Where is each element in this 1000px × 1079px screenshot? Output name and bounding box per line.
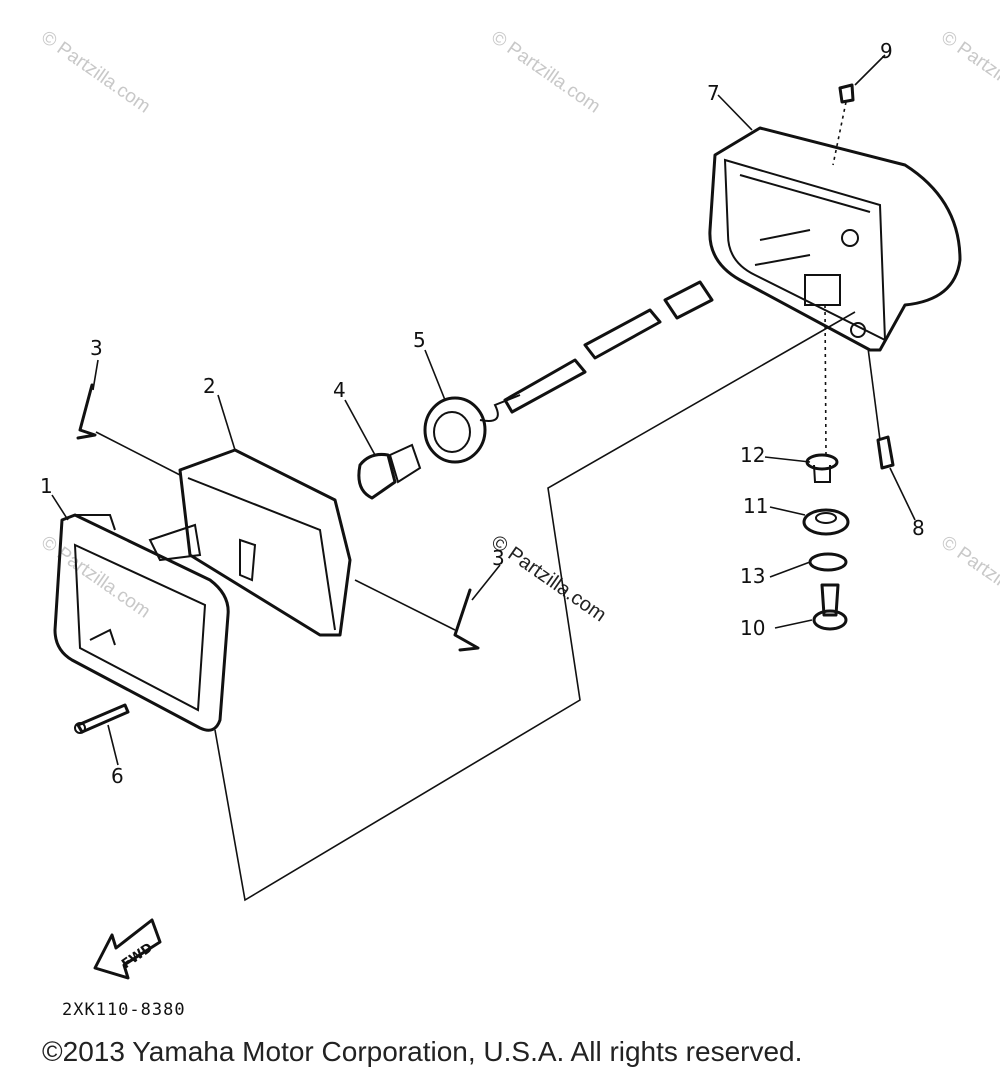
callout-7: 7 <box>707 81 720 105</box>
part-2-lens <box>148 448 352 637</box>
callout-8: 8 <box>912 516 925 540</box>
part-3-springs <box>76 383 480 652</box>
watermark: © Partzilla.com <box>37 27 154 118</box>
fwd-arrow: FWD <box>93 918 162 980</box>
part-9-screw <box>832 83 855 166</box>
callout-11: 11 <box>743 494 768 518</box>
callout-3-second: 3 <box>492 546 505 570</box>
callout-12: 12 <box>740 443 765 467</box>
watermark: © Partzilla.com <box>487 27 604 118</box>
watermark: © Partzilla.com <box>937 27 1000 118</box>
callout-2: 2 <box>203 374 216 398</box>
part-12-collar <box>805 453 839 483</box>
callout-1: 1 <box>40 474 53 498</box>
drawing-code: 2XK110-8380 <box>62 1000 186 1020</box>
assembly-lines <box>95 304 881 902</box>
callout-6: 6 <box>111 764 124 788</box>
part-7-housing <box>708 126 962 352</box>
part-8-screw <box>876 435 895 470</box>
callout-labels: 1 2 3 3 4 5 6 7 8 9 10 11 12 13 <box>40 39 925 788</box>
part-6-screw <box>74 703 130 734</box>
callout-3: 3 <box>90 336 103 360</box>
part-1-rim <box>53 513 230 732</box>
callout-5: 5 <box>413 328 426 352</box>
copyright-notice: ©2013 Yamaha Motor Corporation, U.S.A. A… <box>42 1036 803 1067</box>
part-5-socket <box>423 280 714 464</box>
callout-13: 13 <box>740 564 765 588</box>
watermarks: © Partzilla.com © Partzilla.com © Partzi… <box>37 27 1000 627</box>
part-4-bulb <box>357 443 422 500</box>
watermark: © Partzilla.com <box>937 532 1000 623</box>
fwd-label: FWD <box>119 940 156 972</box>
part-13-washer <box>808 552 848 572</box>
callout-4: 4 <box>333 378 346 402</box>
callout-10: 10 <box>740 616 765 640</box>
part-10-bolt <box>812 583 848 631</box>
watermark: © Partzilla.com <box>487 531 610 626</box>
part-11-grommet <box>802 508 850 536</box>
leader-lines <box>51 54 916 766</box>
callout-9: 9 <box>880 39 893 63</box>
